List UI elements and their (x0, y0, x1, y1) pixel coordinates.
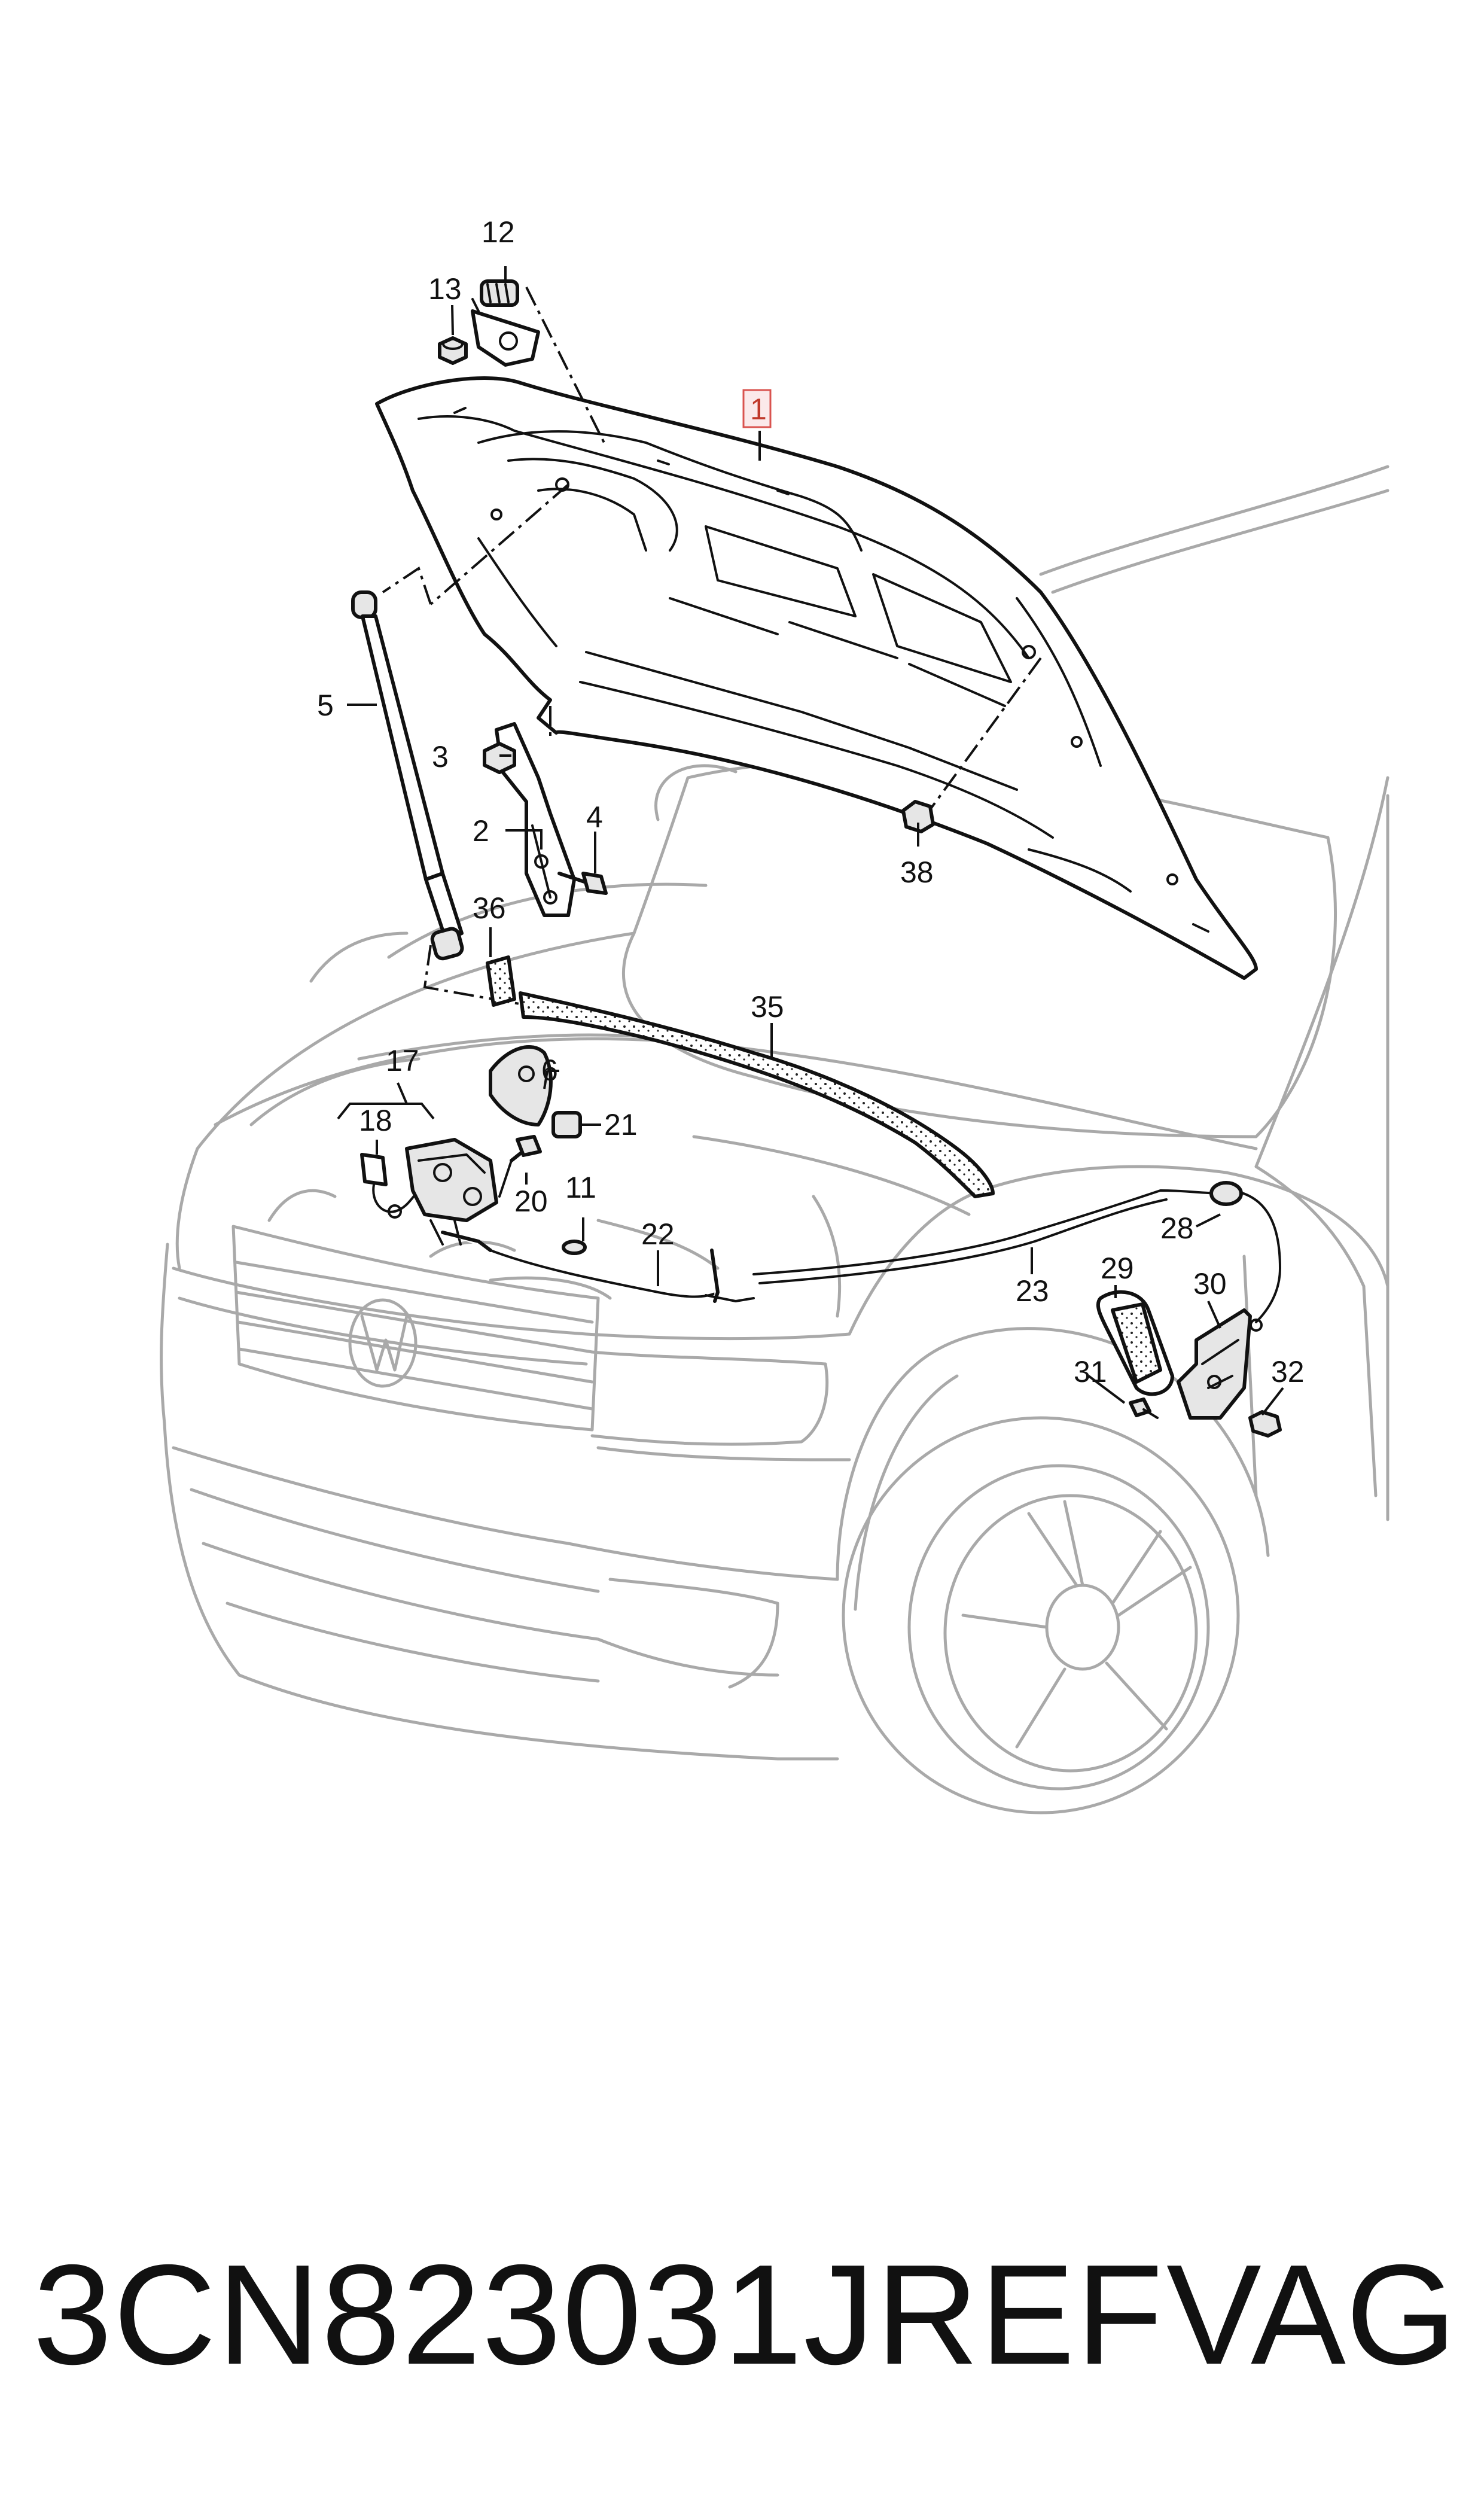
callout-12: 12 (482, 215, 515, 249)
callout-5: 5 (317, 689, 334, 722)
callout-38: 38 (900, 855, 934, 889)
car-body-outline (160, 465, 1389, 1814)
callout-35: 35 (751, 990, 784, 1024)
callout-18: 18 (359, 1104, 392, 1137)
engine-hood (375, 376, 1258, 980)
callout-4: 4 (586, 800, 603, 834)
lock-group-bracket-17 (337, 1082, 435, 1120)
bracket-6 (489, 1045, 553, 1126)
grommet-11 (562, 1240, 587, 1255)
callout-30: 30 (1193, 1267, 1227, 1301)
callout-20: 20 (514, 1185, 548, 1218)
screw-31 (1129, 1397, 1159, 1419)
callout-29: 29 (1101, 1252, 1134, 1285)
callout-labels: 1 2 3 4 5 6 11 12 13 17 18 20 21 22 23 2… (317, 215, 1305, 1389)
callout-23: 23 (1016, 1274, 1049, 1308)
cable-23 (752, 1189, 1281, 1332)
lock-bracket-12 (471, 279, 540, 367)
callout-13: 13 (428, 272, 462, 306)
seal-35 (519, 991, 995, 1198)
callout-28: 28 (1160, 1211, 1194, 1245)
callout-32: 32 (1271, 1355, 1305, 1389)
nut-13 (438, 336, 468, 365)
footer: 3CN823031JREF VAG (33, 2236, 1456, 2394)
part-number: 3CN823031JREF (33, 2236, 1165, 2394)
bolt-20 (498, 1135, 542, 1198)
grommet-28 (1209, 1181, 1243, 1206)
seal-bracket-36 (486, 955, 516, 1007)
callout-1-highlight-box (742, 389, 772, 428)
clip-32 (1248, 1410, 1282, 1438)
lock-body-17 (405, 1138, 498, 1246)
callout-2: 2 (473, 814, 489, 848)
callout-11: 11 (565, 1171, 596, 1204)
cable-22 (441, 1231, 755, 1303)
callout-17: 17 (386, 1044, 419, 1077)
nut-3 (483, 742, 516, 774)
buffer-38 (901, 800, 935, 833)
callout-6: 6 (541, 1054, 558, 1087)
callout-36: 36 (473, 891, 506, 925)
leader-lines (347, 266, 1284, 1416)
brand-label: VAG (1166, 2236, 1456, 2394)
clip-21 (551, 1111, 582, 1138)
gas-strut-5 (351, 590, 464, 961)
bolt-4 (557, 872, 608, 895)
lock-18 (360, 1153, 420, 1219)
bracket-30 (1177, 1308, 1252, 1420)
callout-21: 21 (604, 1108, 638, 1141)
callout-3: 3 (432, 740, 449, 774)
handle-29 (1096, 1290, 1174, 1396)
callout-22: 22 (641, 1217, 675, 1251)
callout-1: 1 (750, 392, 767, 426)
hinge-2 (495, 722, 576, 917)
callout-31: 31 (1074, 1355, 1107, 1389)
